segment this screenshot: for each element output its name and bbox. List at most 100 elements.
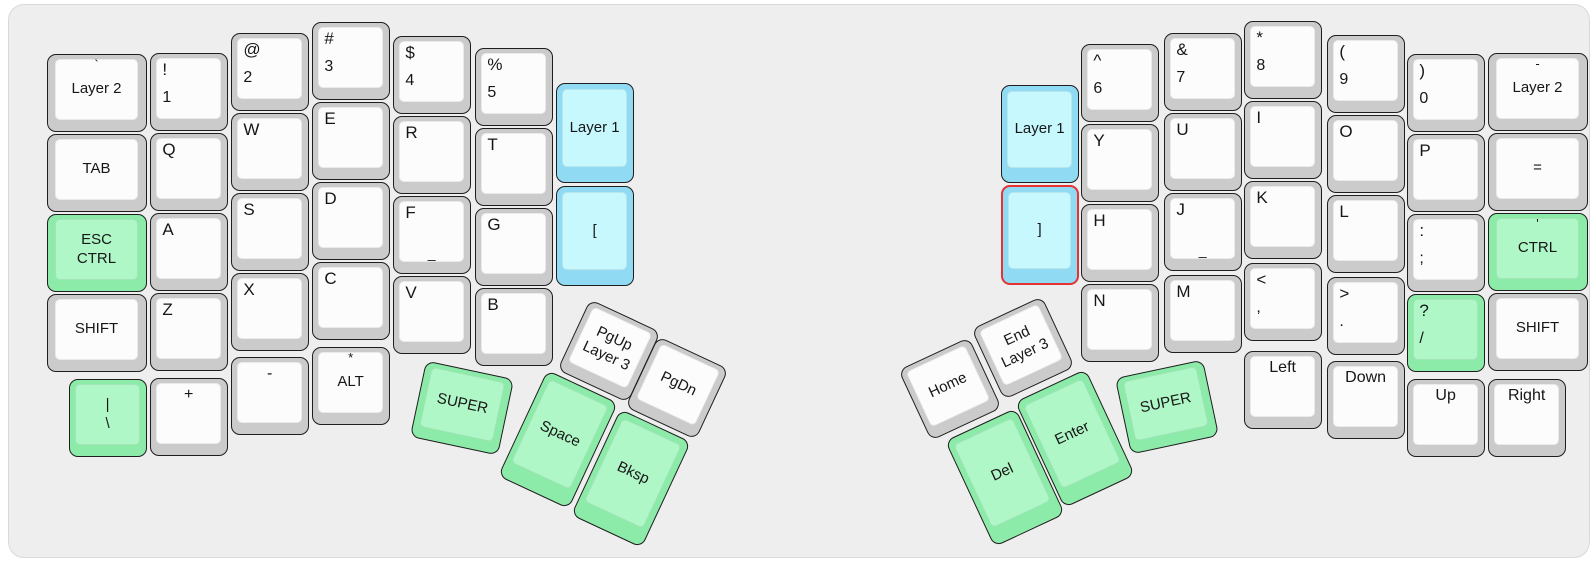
key-b[interactable]: B	[475, 288, 553, 366]
key-q[interactable]: Q	[150, 133, 228, 211]
key-legend: Right	[1507, 386, 1546, 404]
key-r[interactable]: R	[393, 116, 471, 194]
key-right-arrow[interactable]: Right	[1488, 379, 1566, 457]
key-percent-5[interactable]: %5	[475, 48, 553, 126]
key-p[interactable]: P	[1407, 134, 1485, 212]
key-caret-6[interactable]: ^6	[1081, 44, 1159, 122]
key-k[interactable]: K	[1244, 181, 1322, 259]
key-legend: 6	[1093, 80, 1103, 98]
key-legend: %	[487, 54, 503, 74]
key-pipe-backslash[interactable]: | \	[69, 379, 147, 457]
keycap-top: -Layer 2	[1495, 56, 1580, 119]
keycap-top: M	[1170, 279, 1235, 341]
key-v[interactable]: V	[393, 276, 471, 354]
keycap-top: @2	[237, 37, 302, 99]
key-esc-ctrl[interactable]: ESC CTRL	[47, 214, 147, 292]
key-super-left[interactable]: SUPER	[409, 360, 515, 456]
key-left-arrow[interactable]: Left	[1244, 351, 1322, 429]
key-legend: D	[324, 188, 337, 208]
key-quote-ctrl[interactable]: 'CTRL	[1488, 213, 1588, 291]
key-s[interactable]: S	[231, 193, 309, 271]
key-grave-layer2-left[interactable]: `Layer 2	[47, 54, 147, 132]
key-star-alt[interactable]: *ALT	[312, 347, 390, 425]
key-up-arrow[interactable]: Up	[1407, 379, 1485, 457]
key-tab[interactable]: TAB	[47, 134, 147, 212]
key-l[interactable]: L	[1327, 195, 1405, 273]
keycap-top: -	[237, 361, 302, 423]
key-e[interactable]: E	[312, 102, 390, 180]
key-legend: CTRL	[1517, 239, 1558, 257]
key-legend: 8	[1256, 57, 1266, 75]
keycap-top: | \	[75, 383, 140, 445]
key-h[interactable]: H	[1081, 204, 1159, 282]
key-rparen-0[interactable]: )0	[1407, 54, 1485, 132]
key-super-right[interactable]: SUPER	[1114, 359, 1220, 455]
key-t[interactable]: T	[475, 128, 553, 206]
keycap-top: !1	[156, 57, 221, 119]
key-down-arrow[interactable]: Down	[1327, 361, 1405, 439]
key-exclam-1[interactable]: !1	[150, 53, 228, 131]
key-legend: Left	[1269, 358, 1296, 376]
key-asterisk-8[interactable]: *8	[1244, 21, 1322, 99]
keycap-top: %5	[481, 52, 546, 114]
keycap-top: #3	[318, 26, 383, 88]
key-legend: /	[1419, 330, 1424, 348]
key-legend: Q	[162, 139, 176, 159]
key-z[interactable]: Z	[150, 293, 228, 371]
key-legend: | \	[105, 395, 110, 433]
key-legend: U	[1176, 119, 1189, 139]
key-o[interactable]: O	[1327, 115, 1405, 193]
keycap-top: D	[318, 186, 383, 248]
key-w[interactable]: W	[231, 113, 309, 191]
key-legend: Layer 2	[71, 80, 122, 98]
key-legend: F	[405, 202, 416, 222]
key-c[interactable]: C	[312, 262, 390, 340]
key-f[interactable]: F_	[393, 196, 471, 274]
key-hash-3[interactable]: #3	[312, 22, 390, 100]
key-shift-right[interactable]: SHIFT	[1488, 293, 1588, 371]
key-x[interactable]: X	[231, 273, 309, 351]
keycap-top: Z	[156, 297, 221, 359]
key-shift-left[interactable]: SHIFT	[47, 294, 147, 372]
key-lbracket[interactable]: [	[556, 186, 634, 286]
key-equals[interactable]: =	[1488, 133, 1588, 211]
key-amp-7[interactable]: &7	[1164, 33, 1242, 111]
key-i[interactable]: I	[1244, 101, 1322, 179]
key-colon-semicolon[interactable]: :;	[1407, 214, 1485, 292]
keycap-top: K	[1250, 185, 1315, 247]
key-legend: ]	[1037, 221, 1042, 239]
key-m[interactable]: M	[1164, 275, 1242, 353]
key-legend: [	[592, 222, 597, 240]
key-at-2[interactable]: @2	[231, 33, 309, 111]
key-legend: C	[324, 268, 337, 288]
key-d[interactable]: D	[312, 182, 390, 260]
keycap-top: SHIFT	[1495, 297, 1580, 359]
keycap-top: )0	[1413, 58, 1478, 120]
key-less-comma[interactable]: <,	[1244, 263, 1322, 341]
key-legend: ,	[1256, 299, 1261, 317]
key-j[interactable]: J_	[1164, 193, 1242, 271]
key-g[interactable]: G	[475, 208, 553, 286]
key-minus-layer2-right[interactable]: -Layer 2	[1488, 53, 1588, 131]
key-y[interactable]: Y	[1081, 124, 1159, 202]
key-layer1-right[interactable]: Layer 1	[1001, 85, 1079, 183]
key-layer1-left[interactable]: Layer 1	[556, 83, 634, 183]
key-minus-left[interactable]: -	[231, 357, 309, 435]
key-legend: &	[1176, 39, 1188, 59]
key-u[interactable]: U	[1164, 113, 1242, 191]
key-plus[interactable]: +	[150, 378, 228, 456]
key-rbracket[interactable]: ]	[1001, 185, 1079, 285]
key-a[interactable]: A	[150, 213, 228, 291]
key-n[interactable]: N	[1081, 284, 1159, 362]
key-legend: H	[1093, 210, 1106, 230]
keycap-top: R	[399, 120, 464, 182]
key-legend: K	[1256, 187, 1268, 207]
key-greater-period[interactable]: >.	[1327, 277, 1405, 355]
keycap-top: Down	[1333, 365, 1398, 427]
key-dollar-4[interactable]: $4	[393, 36, 471, 114]
key-question-slash[interactable]: ?/	[1407, 294, 1485, 372]
key-legend: !	[162, 59, 168, 79]
key-legend: M	[1176, 281, 1191, 301]
keycap-top: Left	[1250, 355, 1315, 417]
key-lparen-9[interactable]: (9	[1327, 35, 1405, 113]
